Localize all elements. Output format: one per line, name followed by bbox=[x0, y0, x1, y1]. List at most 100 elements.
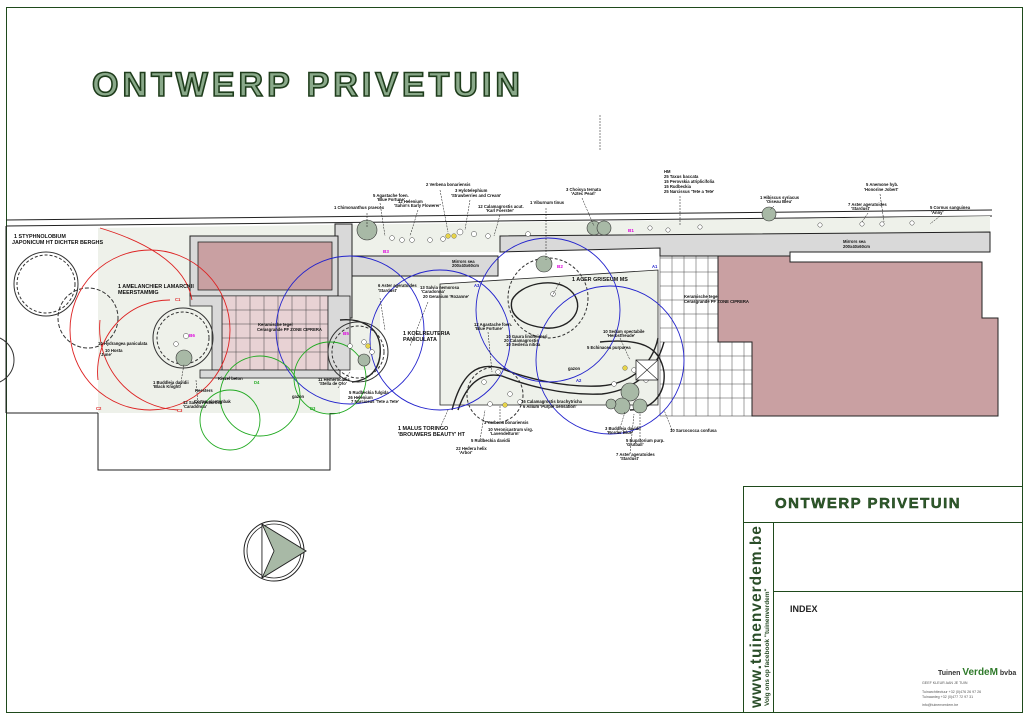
plant-label-s41: 'Blue Fortune' bbox=[475, 326, 503, 331]
plant-label-s8: 'Strawberries and Cream' bbox=[451, 193, 501, 198]
plant-label-s39: Cerasgrande PF ZONE CIPRERA bbox=[257, 327, 322, 332]
tree-canopies bbox=[0, 251, 589, 424]
plant-label-l1: 1 STYPHNOLOBIUM bbox=[14, 234, 66, 240]
plant-label-l5: 1 KOELREUTERIA bbox=[403, 331, 450, 337]
plant-label-s55: Kiezel beton bbox=[218, 376, 243, 381]
plant-label-s63: gazon bbox=[568, 366, 581, 371]
plant-label-s46: 10 Sesleria nitida bbox=[506, 342, 541, 347]
plant-label-s56: Heesters bbox=[195, 388, 213, 393]
logo-tagline: GEEF KLEUR AAN JE TUIN bbox=[922, 681, 968, 685]
corten-planter-bar bbox=[199, 369, 341, 379]
svg-text:C3: C3 bbox=[177, 408, 183, 413]
plant-label-s13: 'Aztec Pearl' bbox=[571, 191, 596, 196]
svg-text:B6: B6 bbox=[189, 333, 195, 338]
plant-label-s21: 5 Anemone hyb. bbox=[866, 182, 898, 187]
plant-label-s60: 26 Helenium bbox=[348, 395, 373, 400]
plant-label-s66: 'Lavendelturm' bbox=[490, 431, 519, 436]
logo-email: info@tuinenverdem.be bbox=[922, 703, 959, 707]
plant-label-s6: 2 Verbena bonariensis bbox=[426, 182, 471, 187]
title-block-divider-2 bbox=[773, 591, 1023, 592]
plant-label-s61: 7 Narcissus 'Tete a Tete' bbox=[351, 399, 399, 404]
plant-label-s73: 'Border Blue' bbox=[607, 430, 633, 435]
svg-text:C2: C2 bbox=[96, 406, 102, 411]
plant-label-s72: 3 Buddleja davidii bbox=[605, 426, 641, 431]
logo-brand: VerdeM bbox=[962, 667, 998, 678]
perennial-yellow-dots bbox=[365, 233, 628, 408]
plant-label-l6: PANICULATA bbox=[403, 337, 437, 343]
plant-label-s36: Keramische tegel bbox=[684, 294, 719, 299]
svg-text:B3: B3 bbox=[383, 249, 389, 254]
plant-label-l2: JAPONICUM HT DICHTER BERGHS bbox=[12, 240, 103, 246]
plant-label-s35: 20 Geranium 'Rozanne' bbox=[423, 294, 469, 299]
plant-label-s15: 25 Taxus baccata bbox=[664, 174, 699, 179]
plant-label-s48: 10 Hydrangea paniculata bbox=[98, 341, 148, 346]
plant-label-s38: Keramische tegel bbox=[258, 322, 293, 327]
plant-label-s50: 'June' bbox=[100, 352, 112, 357]
plant-label-s54: 'Caradonna' bbox=[183, 404, 207, 409]
irrigation-arcs bbox=[69, 227, 685, 451]
plant-label-s43: 'Herbstfreude' bbox=[607, 333, 635, 338]
north-arrow-icon bbox=[243, 520, 307, 582]
plant-label-s5: 'Sahin's Early Flowerer' bbox=[394, 203, 441, 208]
house-building bbox=[717, 255, 999, 417]
plant-label-s16: 15 Perovskia atriplicifolia bbox=[664, 179, 715, 184]
plant-label-s58: 'Stella de Oro' bbox=[319, 381, 347, 386]
plant-label-s64: 3 Verbena bonariensis bbox=[484, 420, 529, 425]
plant-label-s75: 'Glutball' bbox=[626, 442, 644, 447]
svg-text:A2: A2 bbox=[576, 378, 582, 383]
plan-title: ONTWERP PRIVETUIN bbox=[91, 65, 524, 105]
plant-label-s32: 'Stardust' bbox=[378, 288, 397, 293]
svg-text:A3: A3 bbox=[474, 283, 480, 288]
plant-label-s59: 5 Rudbeckia fulgida bbox=[349, 390, 389, 395]
plant-label-s18: 25 Narcissus 'Tete a Tete' bbox=[664, 189, 714, 194]
svg-text:C1: C1 bbox=[175, 297, 181, 302]
shed-roof bbox=[197, 241, 333, 291]
logo-suffix: bvba bbox=[997, 670, 1017, 677]
plant-label-s49: 10 Hosta bbox=[105, 348, 123, 353]
plant-label-s45: 20 Calamagrostis bbox=[504, 338, 539, 343]
plant-label-s78: 10 Sarcococca confusa bbox=[670, 428, 717, 433]
plant-label-s76: 7 Aster ageratoides bbox=[616, 452, 655, 457]
plant-label-s62: gazon bbox=[292, 394, 305, 399]
plant-label-s77: 'Stardust' bbox=[620, 456, 639, 461]
plant-label-l4: MEERSTAMMIG bbox=[118, 290, 159, 296]
plant-label-s14: HM bbox=[664, 169, 671, 174]
plant-label-s7: 3 Hylotelephium bbox=[455, 188, 488, 193]
plant-label-s69: 'Arbor' bbox=[459, 450, 472, 455]
plant-label-s20: 'Oiseau Bleu' bbox=[766, 199, 792, 204]
svg-text:B2: B2 bbox=[557, 264, 563, 269]
svg-text:D3: D3 bbox=[310, 406, 316, 411]
plant-label-s23: 7 Aster ageratoides bbox=[848, 202, 887, 207]
title-block bbox=[743, 486, 1023, 713]
plant-label-l3: 1 AMELANCHIER LAMARCKII bbox=[118, 284, 194, 290]
shed-terrace-tiles bbox=[221, 295, 329, 371]
plant-label-s11: 1 Viburnum tinus bbox=[530, 200, 565, 205]
facebook-text: Volg ons op facebook "tuinenverdem" bbox=[764, 588, 771, 706]
plant-label-s22: 'Honorine Jobert' bbox=[864, 187, 898, 192]
plant-label-l9: 'BROUWERS BEAUTY' HT bbox=[398, 432, 466, 438]
plant-label-s74: 5 Eupatorium purp. bbox=[626, 438, 664, 443]
plant-label-s44: 10 Gaura lindheimeri bbox=[506, 334, 547, 339]
plant-label-s47: 5 Echinacea purpurea bbox=[587, 345, 631, 350]
index-label: INDEX bbox=[790, 604, 818, 614]
plant-label-s57: 11 Hemerocallis bbox=[318, 377, 350, 382]
plant-label-s17: 15 Rudbeckia bbox=[664, 184, 692, 189]
title-block-divider-vertical bbox=[773, 522, 774, 713]
logo-prefix: Tuinen bbox=[938, 670, 963, 677]
plant-label-l8: 1 MALUS TORINGO bbox=[398, 426, 448, 432]
plant-label-s42: 10 Sedum spectabile bbox=[603, 329, 645, 334]
plant-label-s70: 16 Calamagrostis brachytricha bbox=[521, 399, 583, 404]
plant-label-s65: 10 Veronicastrum virg. bbox=[488, 427, 533, 432]
title-block-divider-1 bbox=[743, 522, 1023, 523]
plant-label-l7: 1 ACER GRISEUM MS bbox=[572, 277, 628, 283]
plant-label-s28: 200x40x60cm bbox=[452, 263, 479, 268]
company-logo: Tuinen VerdeM bvba bbox=[938, 667, 1016, 678]
shrubs bbox=[175, 206, 777, 415]
plant-label-s40: 12 Agastache foen. bbox=[474, 322, 512, 327]
plant-label-s68: 22 Hedera helix bbox=[456, 446, 487, 451]
